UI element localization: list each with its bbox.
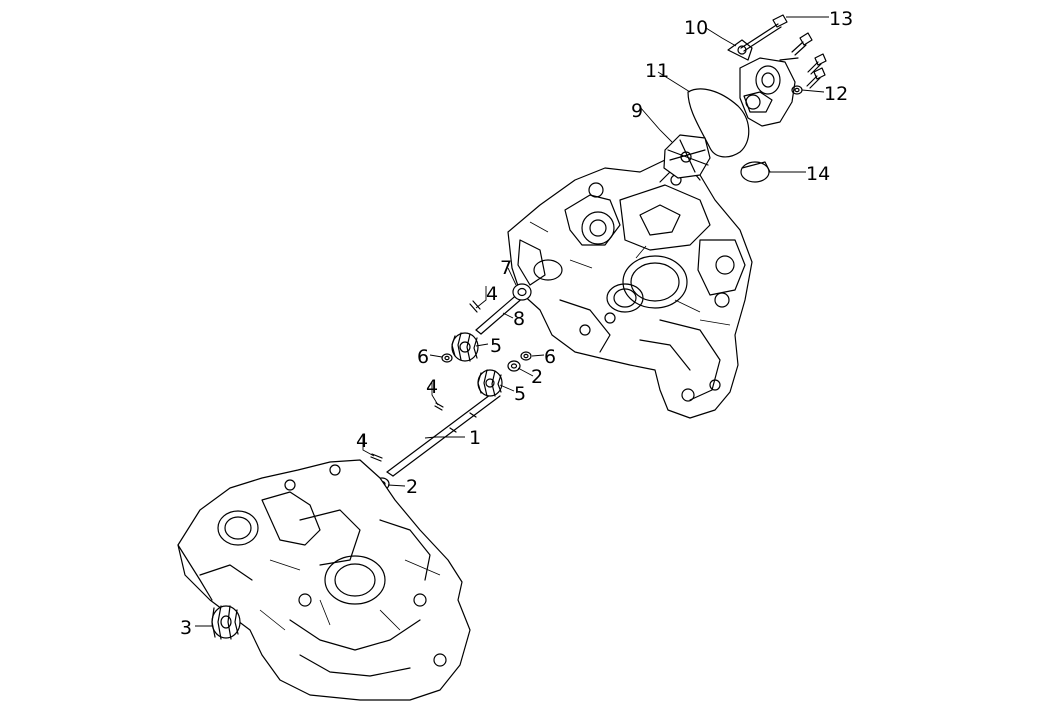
callout-7: 7 xyxy=(500,257,512,279)
callout-8: 8 xyxy=(513,308,525,330)
callout-2-lower: 2 xyxy=(406,476,418,498)
callout-12: 12 xyxy=(824,83,848,105)
gear-5-lower xyxy=(477,369,503,397)
water-pump-gasket xyxy=(687,88,750,158)
callout-4-bottom: 4 xyxy=(356,430,368,452)
flange-bolt-long xyxy=(740,14,788,52)
callout-1: 1 xyxy=(469,427,481,449)
sprocket-3 xyxy=(211,605,241,640)
shaft-8 xyxy=(475,291,526,335)
callout-13: 13 xyxy=(829,8,853,30)
callout-4-mid: 4 xyxy=(426,376,438,398)
callout-5-upper: 5 xyxy=(490,335,502,357)
circlips-6 xyxy=(441,351,532,363)
callout-3: 3 xyxy=(180,617,192,639)
callout-6-left: 6 xyxy=(417,346,429,368)
water-pump-impeller xyxy=(663,134,711,179)
left-crankcase-half xyxy=(177,459,471,701)
callout-2-upper: 2 xyxy=(531,366,543,388)
pump-shaft xyxy=(386,391,501,477)
callout-11: 11 xyxy=(645,60,669,82)
callout-10: 10 xyxy=(684,17,708,39)
right-crankcase-half xyxy=(507,159,753,419)
pump-cap xyxy=(740,161,771,183)
callout-6-right: 6 xyxy=(544,346,556,368)
callout-4-top: 4 xyxy=(486,283,498,305)
water-pump-cover xyxy=(727,39,799,127)
gear-5-upper xyxy=(451,332,479,362)
callout-5-lower: 5 xyxy=(514,383,526,405)
callout-labels: 1 2 2 3 4 4 4 5 5 6 6 7 8 9 10 11 12 13 … xyxy=(180,8,853,639)
callout-9: 9 xyxy=(631,100,643,122)
oil-seal-7 xyxy=(512,283,532,301)
flange-bolts xyxy=(791,32,827,89)
leader-lines xyxy=(195,16,829,627)
callout-14: 14 xyxy=(806,163,830,185)
